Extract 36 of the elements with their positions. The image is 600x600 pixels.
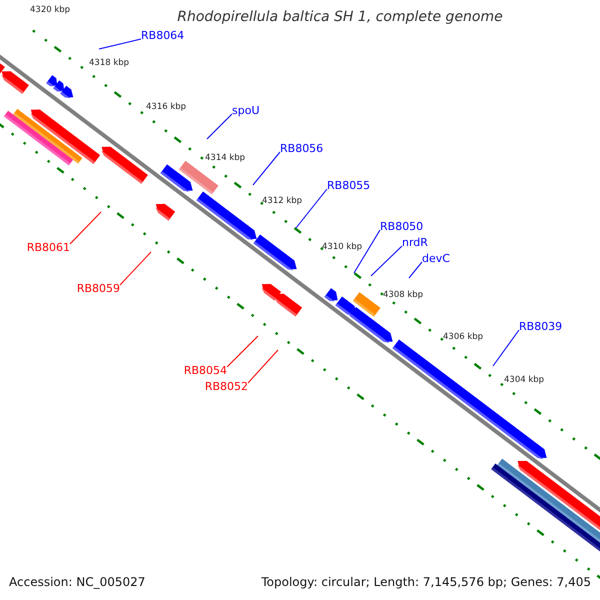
footer-text: Topology: circular; Length: 7,145,576 bp; Genes: 7,405 [261, 576, 591, 588]
gene-label: RB8064 [141, 30, 184, 41]
leader-line [120, 252, 152, 286]
leader-line [252, 152, 280, 186]
gene-label: devC [422, 253, 450, 264]
footer-text: Accession: NC_005027 [9, 576, 146, 588]
leader-line [226, 336, 258, 368]
scale-label: 4320 kbp [30, 6, 70, 14]
scale-label: 4318 kbp [89, 59, 130, 68]
leader-line [296, 188, 328, 228]
gene-label: RB8056 [280, 143, 324, 154]
scale-label: 4304 kbp [504, 376, 544, 384]
scale-label: 4310 kbp [322, 243, 362, 252]
gene-label: nrdR [402, 237, 428, 248]
leader-line [408, 262, 422, 278]
gene-label: RB8052 [204, 381, 248, 392]
leader-line [70, 212, 102, 244]
gene-label: RB8054 [184, 365, 227, 376]
scale-label: 4314 kbp [205, 154, 246, 162]
scale-label: 4306 kbp [443, 333, 484, 342]
gene-label: RB8055 [327, 180, 370, 191]
scale-label: 4316 kbp [146, 103, 186, 112]
gene-label: spoU [232, 105, 260, 116]
title: Rhodopirellula baltica SH 1, complete genome [176, 10, 504, 24]
scale-label: 4312 kbp [262, 197, 302, 206]
leader-line [492, 330, 520, 366]
leader-line [354, 230, 380, 274]
leader-line [206, 114, 232, 140]
leader-line [98, 38, 142, 50]
leader-line [370, 246, 402, 276]
gene-label: RB8059 [76, 283, 120, 294]
gene-label: RB8061 [26, 242, 70, 253]
gene-label: RB8039 [519, 321, 562, 332]
gene-label: RB8050 [380, 221, 424, 232]
scale-label: 4308 kbp [383, 291, 424, 300]
leader-line [248, 350, 278, 384]
